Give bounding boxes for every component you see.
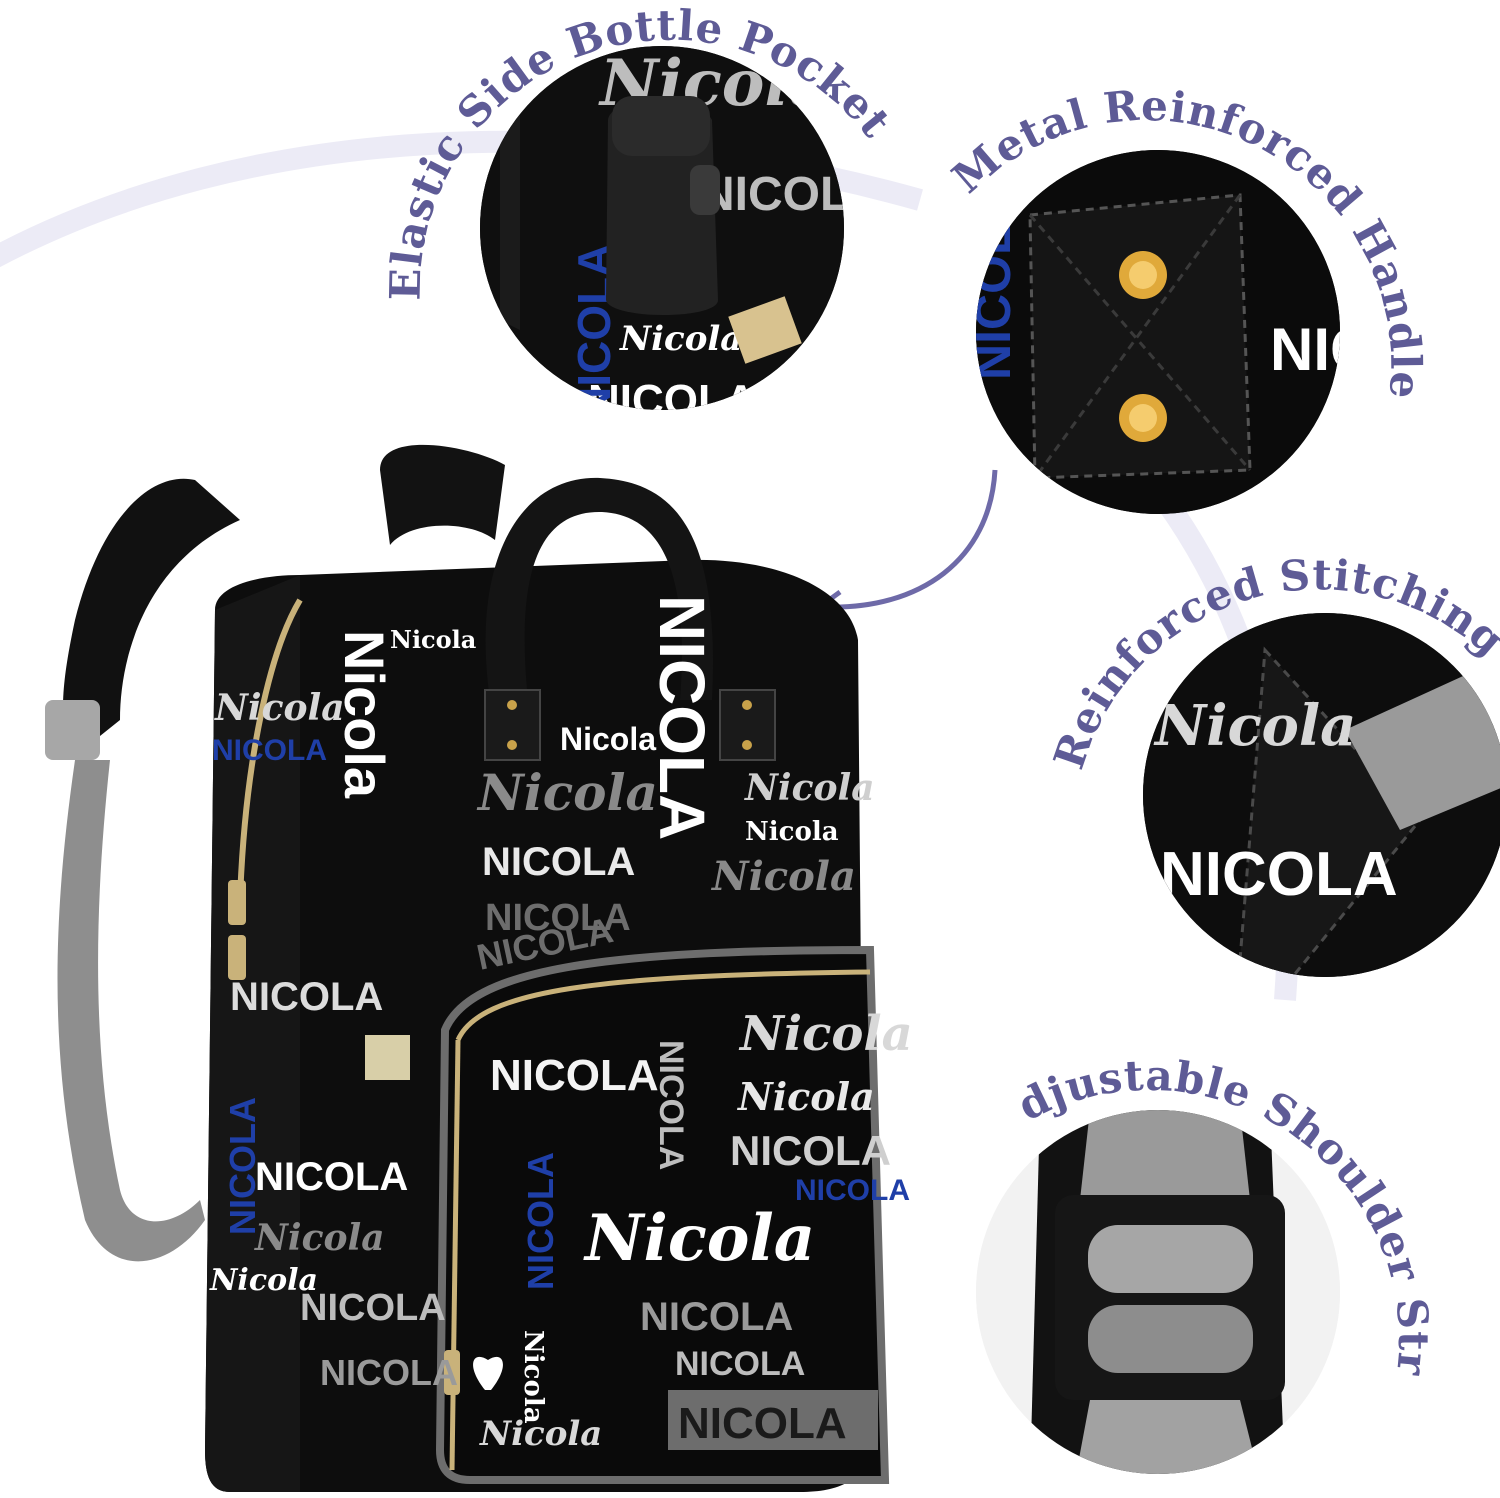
shoulder-strap-left bbox=[63, 478, 241, 760]
pattern-text: NICOLA bbox=[485, 897, 631, 939]
pattern-text-vertical: NICOLA bbox=[965, 188, 1021, 380]
pattern-text: NICOLA bbox=[1160, 840, 1398, 909]
pattern-text-vertical: NICOLA bbox=[646, 595, 718, 840]
pattern-text: Nicola bbox=[214, 687, 345, 729]
pattern-text: Nicola bbox=[744, 767, 875, 809]
front-handle bbox=[485, 477, 714, 700]
pattern-text: NICOLA bbox=[795, 1174, 910, 1207]
pattern-text: Nicola bbox=[560, 721, 656, 757]
pattern-text: NICOLA bbox=[255, 1155, 408, 1199]
pattern-text-vertical: NICOLA bbox=[222, 1097, 263, 1235]
strap-buckle bbox=[45, 700, 100, 760]
front-pocket-zipper bbox=[455, 969, 871, 1042]
pattern-text-vertical: NICOLA bbox=[520, 1152, 561, 1290]
detail-handle: NICOLA NICOLA bbox=[965, 150, 1500, 514]
pattern-text-vertical: NICOLA bbox=[652, 1040, 690, 1170]
pattern-text: Nicola bbox=[737, 1074, 875, 1119]
side-zipper bbox=[237, 598, 303, 901]
pocket-tab bbox=[728, 296, 802, 364]
pattern-text: NICOLA bbox=[700, 168, 884, 221]
top-handle bbox=[380, 444, 505, 545]
pattern-text: Nicola bbox=[209, 1263, 318, 1298]
pattern-text: Nicola bbox=[476, 763, 658, 822]
detail-stitching: NICOLA Nicola bbox=[1143, 613, 1500, 977]
pattern-text-vertical: Nicola bbox=[333, 630, 396, 799]
rivet-icon bbox=[742, 740, 752, 750]
backpack: NICOLA Nicola Nicola NICOLA NICOLA Nicol… bbox=[45, 444, 913, 1492]
pointer-arrow bbox=[824, 469, 998, 610]
rivet-icon bbox=[507, 740, 517, 750]
strap-webbing-gray bbox=[1080, 1110, 1250, 1200]
pattern-text: NICOLA bbox=[1270, 316, 1500, 383]
bottle-cap bbox=[612, 96, 710, 156]
pattern-text: NICOLA bbox=[320, 1352, 458, 1393]
pattern-block bbox=[668, 1390, 878, 1450]
pattern-text: NICOLA bbox=[212, 734, 327, 767]
rivet-icon bbox=[507, 700, 517, 710]
strap-webbing-gray bbox=[1075, 1400, 1260, 1474]
pattern-text: NICOLA bbox=[482, 840, 635, 884]
pattern-text: NICOLA bbox=[230, 975, 383, 1019]
front-pocket bbox=[435, 945, 890, 1484]
pattern-text: NICOLA bbox=[730, 1127, 891, 1174]
pattern-text: NICOLA bbox=[675, 1345, 805, 1383]
zipper-pull bbox=[228, 880, 246, 925]
name-pattern: NICOLA Nicola Nicola NICOLA NICOLA Nicol… bbox=[209, 595, 913, 1454]
stitched-panel bbox=[1238, 646, 1422, 977]
shoulder-strap-webbing bbox=[57, 760, 205, 1262]
webbing-strap bbox=[1345, 650, 1500, 830]
zipper-pull bbox=[228, 935, 246, 980]
pattern-text: NICOLA bbox=[678, 1399, 847, 1448]
pattern-text: Nicola bbox=[710, 853, 856, 900]
rivet-icon bbox=[742, 700, 752, 710]
pattern-text: Nicola bbox=[738, 1006, 913, 1062]
pattern-text: Nicola bbox=[745, 817, 839, 847]
zipper-pull bbox=[444, 1350, 460, 1395]
pattern-text: NICOLA bbox=[300, 1287, 446, 1329]
pattern-text: Nicola bbox=[254, 1217, 385, 1259]
pattern-text: Nicola bbox=[1153, 693, 1356, 759]
buckle-roller bbox=[1088, 1225, 1253, 1293]
buckle-roller bbox=[1088, 1305, 1253, 1373]
detail-shoulder-strap bbox=[976, 1110, 1340, 1474]
pattern-text-vertical: Nicola bbox=[518, 1330, 548, 1424]
front-pocket-zipper bbox=[449, 1039, 461, 1471]
pattern-text: Nicola bbox=[619, 319, 742, 359]
heart-icon bbox=[473, 1356, 503, 1390]
pattern-text: Nicola bbox=[390, 625, 476, 654]
pattern-text: NICOLA bbox=[490, 1051, 659, 1100]
pattern-text: Nicola bbox=[479, 1414, 602, 1454]
pocket-tab bbox=[365, 1035, 410, 1080]
pattern-text: NICOLA bbox=[640, 1295, 793, 1339]
backpack-side-panel bbox=[205, 575, 300, 1492]
pattern-text-hero: Nicola bbox=[583, 1201, 815, 1276]
bottle-spout bbox=[690, 165, 720, 215]
